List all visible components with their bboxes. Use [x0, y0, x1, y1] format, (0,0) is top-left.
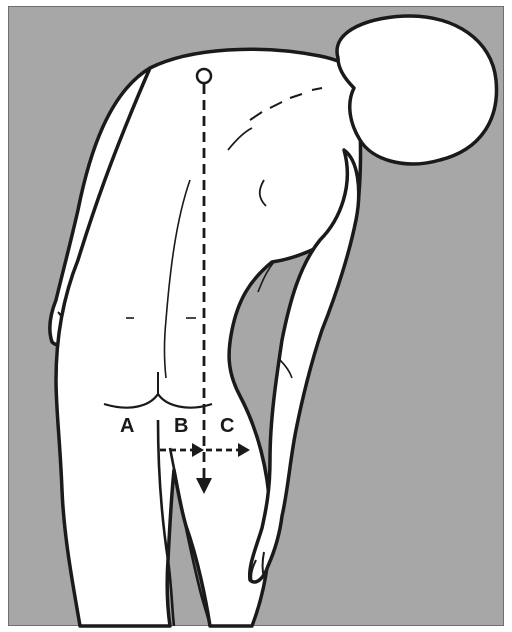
head — [337, 16, 496, 164]
label-b: B — [174, 415, 188, 437]
label-c: C — [220, 415, 234, 437]
c7-marker — [197, 69, 211, 83]
label-a: A — [120, 415, 134, 437]
